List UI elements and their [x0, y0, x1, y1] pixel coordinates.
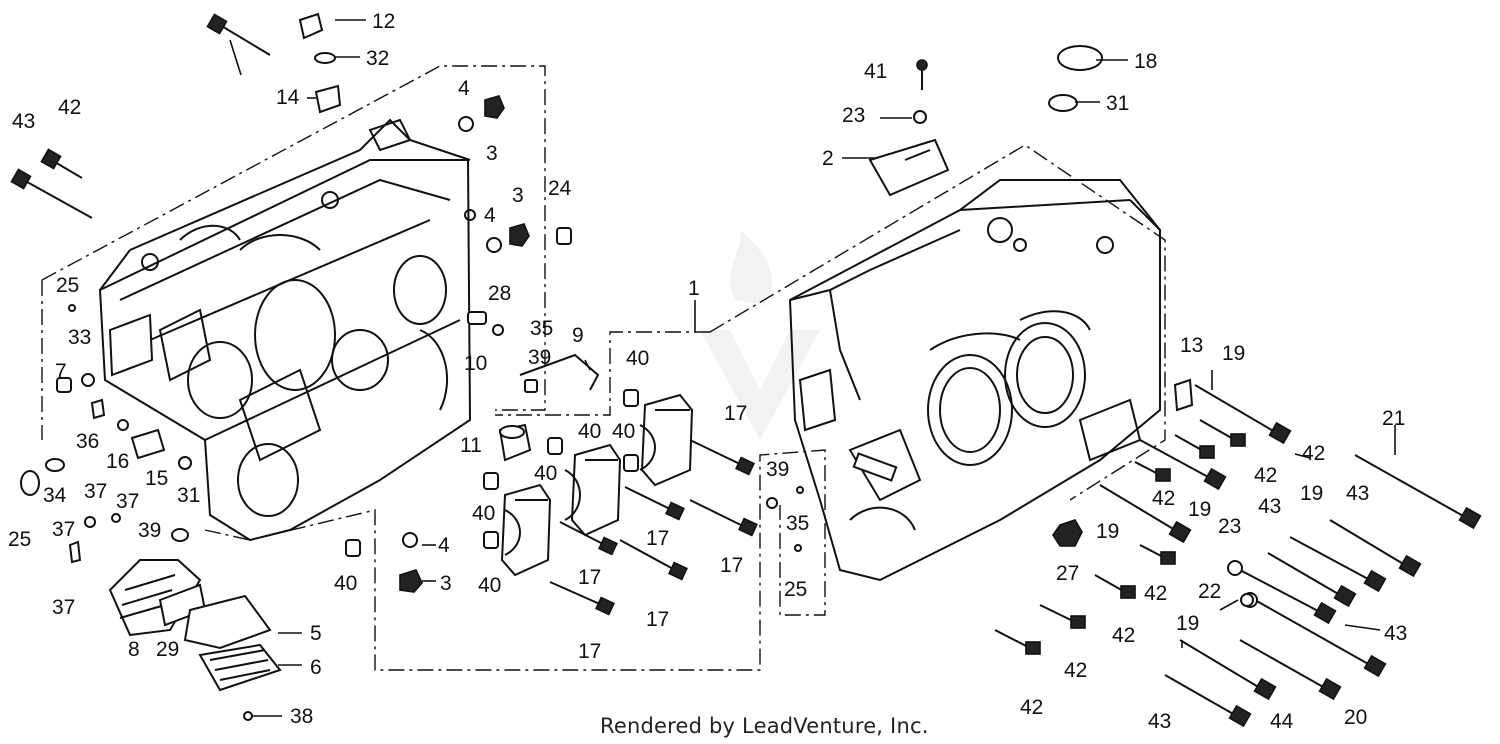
callout-38: 38 [290, 705, 313, 728]
callout-28: 28 [488, 282, 511, 305]
callout-8: 7 [55, 360, 67, 383]
callout-19: 19 [1300, 482, 1323, 505]
callout-43: 43 [1258, 495, 1281, 518]
callout-42: 42 [1152, 487, 1175, 510]
callout-40: 40 [626, 347, 649, 370]
callout-31: 31 [1106, 92, 1129, 115]
left-crankcase-half [41, 65, 546, 542]
callout-7: 8 [128, 638, 140, 661]
callout-23: 23 [842, 104, 865, 127]
callout-26: 25 [8, 528, 31, 551]
callout-37: 37 [52, 596, 75, 619]
callout-34: 34 [43, 484, 67, 507]
callout-18: 18 [1134, 50, 1157, 73]
callout-40: 40 [612, 420, 635, 443]
callout-42: 42 [58, 96, 81, 119]
callout-16: 16 [106, 450, 129, 473]
callout-19: 19 [1188, 498, 1211, 521]
callout-37: 37 [52, 518, 75, 541]
callout-35: 35 [786, 512, 809, 535]
callout-36: 36 [76, 430, 99, 453]
callout-39: 39 [766, 458, 789, 481]
callout-19: 19 [1222, 342, 1245, 365]
callout-41: 41 [864, 60, 887, 83]
callout-27: 27 [1056, 562, 1079, 585]
callout-4: 4 [438, 534, 450, 557]
callout-35: 35 [530, 317, 553, 340]
callout-19: 19 [1096, 520, 1119, 543]
callout-23: 23 [1218, 515, 1241, 538]
callout-19: 19 [1176, 612, 1199, 635]
callout-12: 12 [372, 10, 395, 33]
callout-13: 13 [1180, 334, 1203, 357]
case-bolts [994, 378, 1482, 728]
callout-4: 4 [484, 204, 496, 227]
callout-43: 43 [1384, 622, 1407, 645]
callout-5: 5 [310, 622, 322, 645]
callout-11: 11 [460, 434, 482, 457]
callout-40: 40 [534, 462, 557, 485]
callout-40: 40 [334, 572, 357, 595]
callout-37: 37 [84, 480, 107, 503]
callout-43: 43 [1346, 482, 1369, 505]
dowel-pins [345, 227, 639, 557]
callout-42: 42 [1020, 696, 1043, 719]
footer-credit: Rendered by LeadVenture, Inc. [600, 714, 929, 738]
callout-15: 15 [145, 467, 168, 490]
callout-9: 9 [572, 324, 584, 347]
callout-17: 17 [578, 640, 601, 663]
callout-17: 17 [646, 527, 669, 550]
callout-39: 39 [528, 346, 551, 369]
callout-42: 42 [1064, 659, 1087, 682]
callout-43: 43 [12, 110, 35, 133]
callout-40: 40 [472, 502, 495, 525]
callout-42: 42 [1302, 442, 1325, 465]
callout-30: 31 [177, 484, 200, 507]
callout-14: 14 [276, 86, 300, 109]
callout-33: 33 [68, 326, 91, 349]
callout-21: 21 [1382, 407, 1405, 430]
callout-3: 3 [512, 184, 524, 207]
callout-17: 17 [578, 566, 601, 589]
callout-22: 22 [1198, 580, 1221, 603]
watermark-logo [700, 230, 820, 440]
small-parts [10, 12, 1254, 721]
callout-43: 44 [1270, 710, 1294, 733]
callout-6: 6 [310, 656, 322, 679]
callout-42: 42 [1112, 624, 1135, 647]
callout-17: 17 [724, 402, 747, 425]
callout-25: 25 [56, 274, 79, 297]
callout-3: 3 [440, 572, 452, 595]
callout-37: 37 [116, 490, 139, 513]
callout-39: 39 [138, 519, 161, 542]
bolts-17 [549, 439, 758, 616]
callout-4: 4 [458, 77, 470, 100]
callout-42: 42 [1254, 464, 1277, 487]
callout-1: 1 [688, 277, 700, 300]
callout-40: 40 [578, 420, 601, 443]
callout-40: 40 [478, 574, 501, 597]
callout-3: 3 [486, 142, 498, 165]
callout-17: 17 [646, 608, 669, 631]
leader-lines [229, 19, 1396, 717]
bearing-caps [498, 393, 694, 577]
callout-25: 25 [784, 578, 807, 601]
callout-29: 29 [156, 638, 179, 661]
callout-32: 32 [366, 47, 389, 70]
callout-17: 17 [720, 554, 743, 577]
callout-2: 2 [822, 147, 834, 170]
right-crankcase-half [495, 144, 1166, 582]
callout-24: 24 [548, 177, 572, 200]
callout-20: 20 [1344, 706, 1367, 729]
callout-10: 10 [464, 352, 487, 375]
callout-labels: 12 32 14 43 42 4 3 24 4 3 25 28 35 9 33 … [8, 10, 1407, 733]
callout-42: 42 [1144, 582, 1167, 605]
callout-43: 43 [1148, 710, 1171, 733]
